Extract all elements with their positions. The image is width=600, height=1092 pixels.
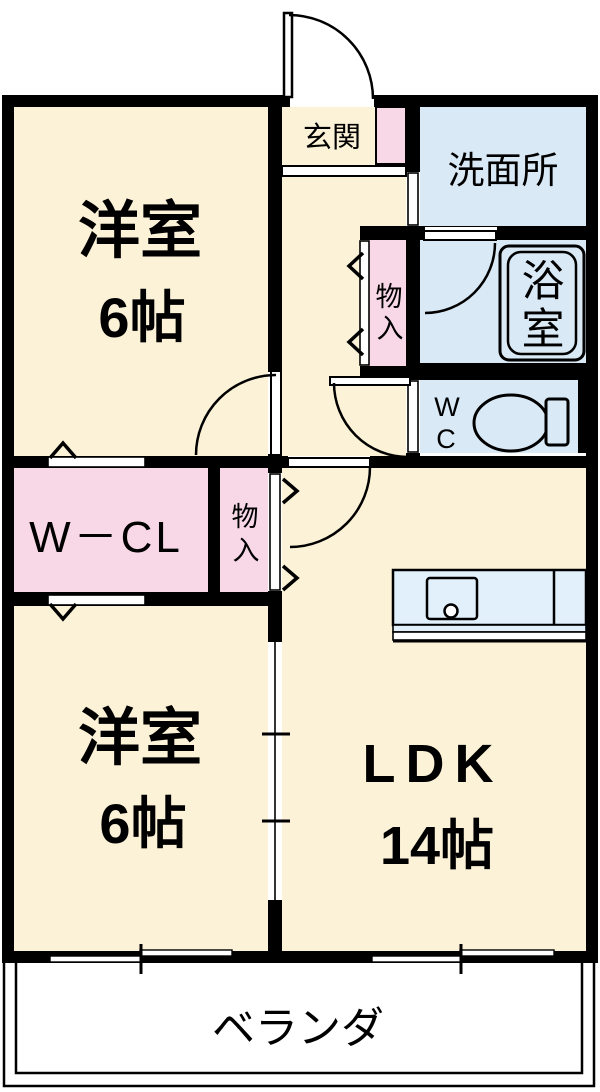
wcl-top-track <box>47 456 146 468</box>
bedroom1-size: 6帖 <box>98 286 185 349</box>
storage-mid-floor <box>220 468 268 592</box>
entrance-door-leaf <box>282 11 294 99</box>
bedroom1-door-leaf <box>270 370 282 456</box>
walk-in-closet-floor <box>14 468 208 592</box>
kitchen-faucet <box>443 603 459 619</box>
kitchen-counter-edge <box>392 624 587 633</box>
entrance-step-threshold <box>281 165 407 177</box>
ldk-size: 14帖 <box>380 816 494 876</box>
storage-mid-bifold-chevron-1 <box>281 477 300 505</box>
ldk-window-pane-left <box>371 955 464 963</box>
bedroom2-label: 洋室 <box>78 704 202 773</box>
toilet-bowl <box>472 393 550 453</box>
pink-closet-fills <box>14 240 406 592</box>
walk-in-closet-label: W－CL <box>29 513 183 562</box>
toilet-icon <box>472 393 570 453</box>
door-tracks <box>47 172 419 606</box>
wall-wc-right <box>578 380 598 453</box>
veranda-railing <box>2 958 596 1088</box>
bathroom-label-char1: 浴 <box>522 258 565 306</box>
sliding-partition <box>262 642 290 900</box>
veranda-inner-rail <box>14 958 584 1075</box>
wcl-bottom-track <box>47 594 146 606</box>
veranda-outer-rail <box>2 958 596 1088</box>
bathroom-label-char2: 室 <box>522 306 565 354</box>
bedroom2-floor <box>14 606 268 951</box>
storage-mid-char2: 入 <box>233 536 260 566</box>
storage-top-bifold-chevron-2 <box>346 327 365 357</box>
bedroom1-label: 洋室 <box>78 197 202 266</box>
wcl-top-bifold-chevron <box>48 440 78 460</box>
ldk-floor <box>282 468 586 951</box>
bedroom1-door-arc <box>194 373 277 456</box>
storage-top-floor <box>368 240 406 366</box>
ldk-label: LDK <box>363 734 504 794</box>
kitchen-counter-top <box>391 568 588 627</box>
washroom-label: 洗面所 <box>448 150 559 191</box>
wall-wcl-storage-divider <box>208 468 220 592</box>
bedroom2-window-pane-right <box>139 949 233 957</box>
bathroom-door-arc <box>424 242 497 315</box>
bathtub-inner <box>506 250 578 356</box>
entrance-label: 玄関 <box>303 121 361 154</box>
kitchen-counter-base <box>392 631 587 641</box>
windows <box>49 944 555 974</box>
veranda-label: ベランダ <box>212 1005 384 1053</box>
bifold-markers <box>48 251 365 622</box>
swing-doors <box>194 11 497 549</box>
bathtub-outer <box>498 244 586 362</box>
storage-mid-bifold-chevron-2 <box>281 564 300 592</box>
bedroom2-window-pane-left <box>49 955 143 963</box>
ldk-door-leaf <box>287 457 371 468</box>
bathtub <box>498 244 586 362</box>
storage-top-bifold-chevron-1 <box>346 251 365 281</box>
kitchen-sink <box>425 576 479 621</box>
entrance-doorway <box>290 95 374 107</box>
entrance-door-arc <box>288 13 375 100</box>
wall-left <box>2 95 14 963</box>
wc-door-open-panel <box>407 380 419 453</box>
toilet-tank <box>544 397 570 447</box>
ldk-door-arc <box>289 466 372 549</box>
storage-top-char1: 物 <box>376 282 403 312</box>
washroom-door-panel <box>407 172 419 226</box>
bedroom2-size: 6帖 <box>99 792 186 855</box>
bedroom1-floor <box>14 107 268 456</box>
wall-right <box>586 95 598 963</box>
wc-label-line1: W <box>434 392 460 422</box>
storage-mid-char1: 物 <box>232 502 259 532</box>
labels: 洋室 6帖 洋室 6帖 LDK 14帖 玄関 洗面所 浴 室 W C 物 入 物… <box>29 121 564 1053</box>
wc-door-arc <box>332 382 409 459</box>
wcl-bottom-bifold-chevron <box>48 602 78 622</box>
storage-top-track <box>359 240 370 366</box>
storage-mid-track <box>269 473 281 591</box>
storage-top-char2: 入 <box>377 314 404 344</box>
washroom-floor <box>420 107 586 226</box>
wc-label-line2: C <box>436 424 456 454</box>
kitchen-counter <box>391 568 588 643</box>
wc-door-leaf <box>329 376 411 386</box>
shoe-cabinet <box>375 106 407 165</box>
wall-below-bathroom <box>406 363 598 380</box>
bathroom-door-leaf <box>423 230 497 241</box>
ldk-window-pane-right <box>459 949 555 957</box>
